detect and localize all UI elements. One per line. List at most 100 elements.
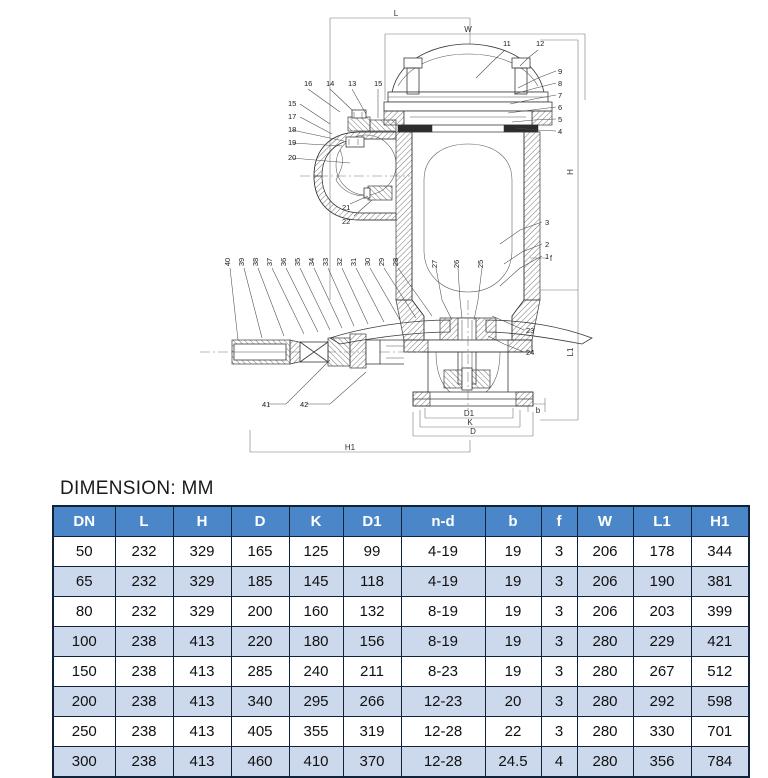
cell-n-d: 8-23 bbox=[400, 656, 486, 687]
cell-w: 206 bbox=[576, 596, 634, 627]
dim-label-H: H bbox=[566, 169, 575, 175]
cell-h1: 512 bbox=[690, 656, 750, 687]
callout-38: 38 bbox=[251, 258, 260, 266]
cell-l: 238 bbox=[114, 686, 174, 717]
cell-h: 413 bbox=[172, 746, 232, 778]
cell-k: 180 bbox=[288, 626, 344, 657]
cell-l: 238 bbox=[114, 656, 174, 687]
callout-24: 24 bbox=[526, 348, 534, 357]
callout-11: 11 bbox=[503, 39, 511, 48]
valve-cover-assembly bbox=[383, 43, 553, 133]
callout-group-2324: 23 24 bbox=[487, 315, 534, 357]
cell-b: 24.5 bbox=[484, 746, 542, 778]
cell-w: 280 bbox=[576, 626, 634, 657]
cell-dn: 250 bbox=[52, 716, 116, 747]
callout-42: 42 bbox=[300, 400, 308, 409]
callout-group-top: 11 12 bbox=[475, 39, 544, 79]
cell-d1: 156 bbox=[342, 626, 402, 657]
callout-39: 39 bbox=[237, 258, 246, 266]
cell-d1: 319 bbox=[342, 716, 402, 747]
cell-d: 405 bbox=[230, 716, 290, 747]
cell-f: 3 bbox=[540, 536, 578, 567]
callout-34: 34 bbox=[307, 258, 316, 266]
callout-15-top: 15 bbox=[374, 79, 382, 88]
callout-17: 17 bbox=[288, 112, 296, 121]
lower-valve-section bbox=[329, 300, 593, 410]
dimension-frame-D: D bbox=[412, 412, 534, 437]
callout-5: 5 bbox=[558, 115, 562, 124]
callout-group-right-upper: 9 8 7 6 5 4 bbox=[507, 67, 562, 136]
callout-12: 12 bbox=[536, 39, 544, 48]
cell-n-d: 8-19 bbox=[400, 596, 486, 627]
cell-d: 220 bbox=[230, 626, 290, 657]
cell-dn: 300 bbox=[52, 746, 116, 778]
dimension-frame-L: L bbox=[329, 9, 471, 300]
cell-h: 329 bbox=[172, 596, 232, 627]
dim-label-D1: D1 bbox=[464, 409, 475, 418]
column-header-h: H bbox=[172, 505, 232, 537]
cell-b: 19 bbox=[484, 536, 542, 567]
callout-33: 33 bbox=[321, 258, 330, 266]
cell-l1: 292 bbox=[632, 686, 692, 717]
cell-l: 238 bbox=[114, 626, 174, 657]
cell-d: 460 bbox=[230, 746, 290, 778]
cell-h1: 344 bbox=[690, 536, 750, 567]
dim-label-L: L bbox=[394, 9, 399, 18]
callout-16: 16 bbox=[304, 79, 312, 88]
column-header-w: W bbox=[576, 505, 634, 537]
cell-dn: 50 bbox=[52, 536, 116, 567]
cell-w: 280 bbox=[576, 716, 634, 747]
cell-h1: 701 bbox=[690, 716, 750, 747]
callout-group-left-upper: 16 14 13 15 bbox=[304, 79, 382, 118]
cell-h: 329 bbox=[172, 536, 232, 567]
cell-b: 22 bbox=[484, 716, 542, 747]
cell-l1: 190 bbox=[632, 566, 692, 597]
cell-l1: 178 bbox=[632, 536, 692, 567]
cell-d1: 211 bbox=[342, 656, 402, 687]
callout-1: 1 bbox=[545, 252, 549, 261]
callout-23: 23 bbox=[526, 326, 534, 335]
cell-k: 240 bbox=[288, 656, 344, 687]
cell-h1: 784 bbox=[690, 746, 750, 778]
callout-30: 30 bbox=[363, 258, 372, 266]
cell-f: 4 bbox=[540, 746, 578, 778]
cell-l: 238 bbox=[114, 716, 174, 747]
cell-l1: 267 bbox=[632, 656, 692, 687]
callout-22: 22 bbox=[342, 217, 350, 226]
callout-18: 18 bbox=[288, 125, 296, 134]
cell-d: 165 bbox=[230, 536, 290, 567]
callout-2: 2 bbox=[545, 240, 549, 249]
cell-n-d: 4-19 bbox=[400, 566, 486, 597]
cell-h1: 421 bbox=[690, 626, 750, 657]
column-header-l: L bbox=[114, 505, 174, 537]
dimension-frame-H: H bbox=[540, 39, 579, 291]
cell-l: 232 bbox=[114, 536, 174, 567]
column-header-h1: H1 bbox=[690, 505, 750, 537]
cell-w: 206 bbox=[576, 536, 634, 567]
cell-w: 280 bbox=[576, 686, 634, 717]
column-header-f: f bbox=[540, 505, 578, 537]
callout-29: 29 bbox=[377, 258, 386, 266]
dimension-caption: DIMENSION: MM bbox=[60, 478, 214, 499]
cell-d: 185 bbox=[230, 566, 290, 597]
cell-b: 19 bbox=[484, 656, 542, 687]
callout-6: 6 bbox=[558, 103, 562, 112]
callout-37: 37 bbox=[265, 258, 274, 266]
dimension-frame-K: K bbox=[419, 410, 521, 428]
callout-28: 28 bbox=[391, 258, 400, 266]
cell-k: 160 bbox=[288, 596, 344, 627]
column-header-n-d: n-d bbox=[400, 505, 486, 537]
cell-l1: 229 bbox=[632, 626, 692, 657]
column-header-d1: D1 bbox=[342, 505, 402, 537]
cell-b: 19 bbox=[484, 626, 542, 657]
dimension-frame-L1: L1 bbox=[540, 290, 579, 421]
cell-f: 3 bbox=[540, 626, 578, 657]
callout-14: 14 bbox=[326, 79, 334, 88]
callout-group-fan: 40 39 38 37 36 35 34 33 32 31 30 29 28 bbox=[223, 258, 433, 341]
cell-h: 413 bbox=[172, 686, 232, 717]
cell-h: 329 bbox=[172, 566, 232, 597]
callout-35: 35 bbox=[293, 258, 302, 266]
